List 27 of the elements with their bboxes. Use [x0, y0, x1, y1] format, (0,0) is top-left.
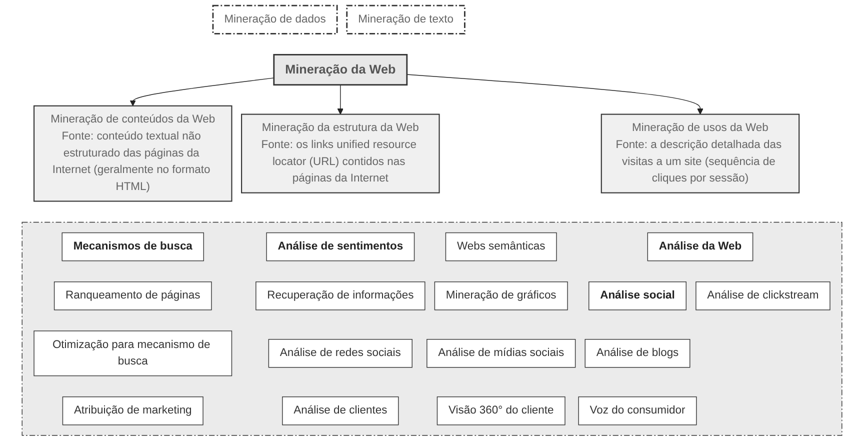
cluster — [22, 222, 842, 436]
node-box: Mineração da Web — [273, 54, 408, 86]
node-box: Análise de mídias sociais — [426, 338, 576, 368]
arrow — [337, 84, 344, 115]
node-box: Análise de redes sociais — [268, 338, 412, 368]
node-box: Mineração de texto — [346, 4, 466, 34]
node-box: Análise de clientes — [282, 396, 399, 426]
node-box: Voz do consumidor — [578, 396, 697, 426]
node-box: Análise de sentimentos — [266, 232, 415, 262]
node-box: Mineração de gráficos — [434, 282, 568, 310]
node-box: Mineração de usos da Web Fonte: a descrição detalhada das visitas a um site (sequência de cliques por sessão) — [600, 114, 800, 194]
node-box: Análise social — [588, 282, 686, 310]
node-box: Mineração de conteúdos da Web Fonte: conteúdo textual não estruturado das páginas da Internet (geralmente no formato HTML) — [34, 105, 232, 202]
node-box: Mineração de dados — [212, 4, 338, 34]
node-box: Otimização para mecanismo de busca — [34, 330, 232, 376]
node-box: Recuperação de informações — [256, 282, 426, 310]
arrow — [130, 78, 274, 106]
node-box: Visão 360° do cliente — [436, 396, 566, 426]
node-box: Atribuição de marketing — [62, 396, 204, 426]
node-box: Análise da Web — [647, 232, 754, 262]
node-box: Webs semânticas — [445, 232, 557, 262]
node-box: Ranqueamento de páginas — [54, 282, 212, 310]
node-box: Análise de blogs — [584, 338, 690, 368]
node-box: Análise de clickstream — [696, 282, 830, 310]
arrow — [406, 74, 704, 115]
node-box: Mecanismos de busca — [62, 232, 204, 262]
node-box: Mineração da estrutura da Web Fonte: os links unified resource locator (URL) contidos nas páginas da Internet — [241, 114, 440, 194]
